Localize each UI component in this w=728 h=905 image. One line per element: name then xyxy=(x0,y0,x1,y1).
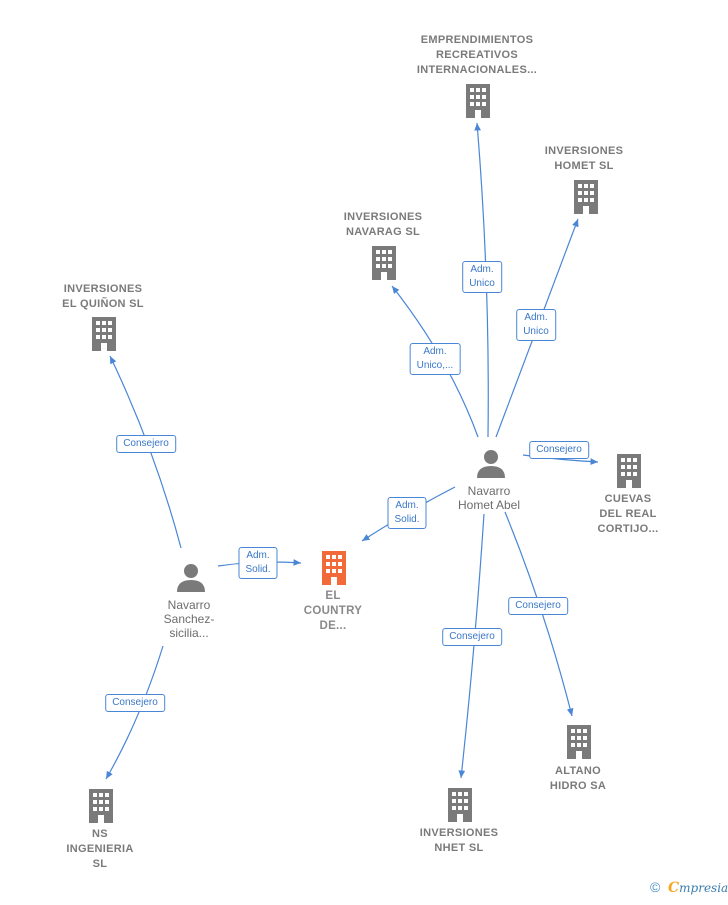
company-name-line: INTERNACIONALES... xyxy=(416,64,538,76)
person-icon xyxy=(477,450,505,478)
brand-logo[interactable]: Cmpresia xyxy=(668,880,728,896)
edge-label-adm-unico[interactable]: Adm. Unico,... xyxy=(409,343,461,375)
person-name-line: Navarro xyxy=(467,484,511,498)
building-icon xyxy=(466,84,490,118)
edge-label-line: Consejero xyxy=(515,600,561,611)
edge-label-line: Consejero xyxy=(449,631,495,642)
copyright-symbol: © xyxy=(650,879,661,895)
company-name-line: SL xyxy=(92,858,108,870)
company-name-line: DE... xyxy=(319,620,347,632)
edge-label-consejero[interactable]: Consejero xyxy=(529,441,589,459)
company-name-line: INVERSIONES xyxy=(343,211,423,223)
edge-label-line: Consejero xyxy=(112,697,158,708)
company-name-line: NS xyxy=(92,828,108,840)
company-name-line: INVERSIONES xyxy=(419,827,499,839)
edge-label-line: Adm. xyxy=(524,312,548,323)
person-icon xyxy=(177,564,205,592)
building-icon xyxy=(92,317,116,351)
company-name-line: NAVARAG SL xyxy=(345,226,421,238)
edge-line xyxy=(458,513,485,779)
company-name-line: HIDRO SA xyxy=(549,780,607,792)
company-name-line: INGENIERIA xyxy=(66,843,134,855)
edge-label-line: Adm. xyxy=(423,346,447,357)
company-name-line: CORTIJO... xyxy=(597,523,659,535)
edge-label-consejero[interactable]: Consejero xyxy=(508,597,568,615)
company-name-line: RECREATIVOS xyxy=(436,49,518,61)
brand-logo-text: mpresia xyxy=(679,881,728,895)
building-icon xyxy=(372,246,396,280)
edge-label-line: Unico xyxy=(523,326,549,337)
edge-label-line: Consejero xyxy=(536,444,582,455)
building-icon xyxy=(567,725,591,759)
building-icon xyxy=(574,180,598,214)
person-name-line: Navarro xyxy=(167,598,211,612)
company-name-line: DEL REAL xyxy=(599,508,657,520)
edge-label-line: Consejero xyxy=(123,438,169,449)
edge-label-consejero[interactable]: Consejero xyxy=(442,628,502,646)
brand-logo-initial: C xyxy=(668,880,680,896)
footer-brand: © Cmpresia xyxy=(638,879,728,899)
edge-label-adm-unico[interactable]: Adm. Unico xyxy=(462,261,502,293)
person-name-line: Sanchez- xyxy=(163,612,215,626)
company-name-line: EL xyxy=(325,590,341,602)
company-name-line: INVERSIONES xyxy=(63,283,143,295)
edge-label-line: Unico,... xyxy=(416,360,454,371)
edge-label-line: Solid. xyxy=(245,564,271,575)
edge-line xyxy=(105,645,164,780)
edge-label-adm-solid[interactable]: Adm. Solid. xyxy=(238,547,278,579)
edge-label-line: Adm. xyxy=(246,550,270,561)
company-name-line: EMPRENDIMIENTOS xyxy=(420,34,534,46)
company-name-line: NHET SL xyxy=(434,842,484,854)
person-name-line: sicilia... xyxy=(169,626,209,640)
edge-label-consejero[interactable]: Consejero xyxy=(105,694,165,712)
person-name-line: Homet Abel xyxy=(457,498,521,512)
edge-label-line: Adm. xyxy=(470,264,494,275)
company-name-line: HOMET SL xyxy=(554,160,614,172)
company-name-line: CUEVAS xyxy=(604,493,652,505)
company-name-line: EL QUIÑON SL xyxy=(62,298,144,310)
edge-label-line: Unico xyxy=(469,278,495,289)
company-name-line: ALTANO xyxy=(555,765,601,777)
company-name-line: COUNTRY xyxy=(303,605,363,617)
edge-label-adm-solid[interactable]: Adm. Solid. xyxy=(387,497,427,529)
building-icon xyxy=(89,789,113,823)
edge-label-adm-unico[interactable]: Adm. Unico xyxy=(516,309,556,341)
edge-label-consejero[interactable]: Consejero xyxy=(116,435,176,453)
edge-label-line: Adm. xyxy=(395,500,419,511)
building-icon xyxy=(448,788,472,822)
edge-label-line: Solid. xyxy=(394,514,420,525)
building-icon xyxy=(617,454,641,488)
company-name-line: INVERSIONES xyxy=(544,145,624,157)
building-icon xyxy=(322,551,346,585)
